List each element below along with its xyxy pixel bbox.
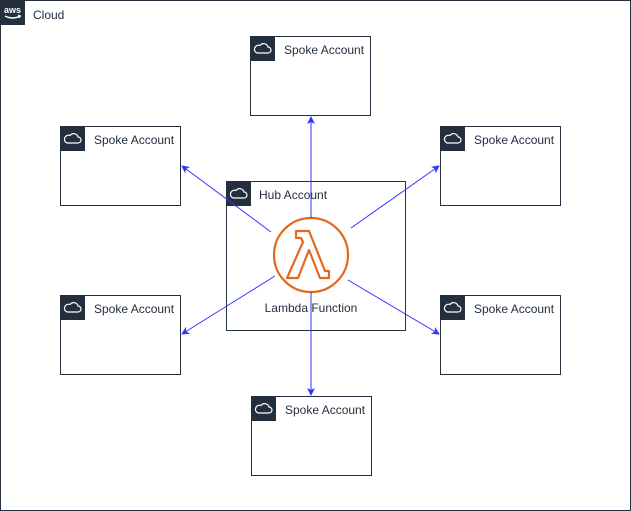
spoke-account-top-left[interactable]: Spoke Account (60, 126, 181, 206)
cloud-icon (251, 396, 276, 421)
cloud-icon (440, 295, 465, 320)
cloud-icon (60, 295, 85, 320)
cloud-icon (226, 181, 251, 206)
spoke-account-bottom-right[interactable]: Spoke Account (440, 295, 561, 375)
spoke-account-bottom-left[interactable]: Spoke Account (60, 295, 181, 375)
cloud-icon (250, 36, 275, 61)
spoke-account-label: Spoke Account (285, 403, 366, 417)
spoke-account-top-right[interactable]: Spoke Account (440, 126, 561, 206)
hub-account-label: Hub Account (259, 188, 328, 202)
cloud-label: Cloud (33, 8, 65, 22)
spoke-account-label: Spoke Account (94, 133, 175, 147)
lambda-function-label: Lambda Function (264, 301, 358, 315)
aws-logo-text: aws (4, 5, 21, 15)
spoke-account-bottom[interactable]: Spoke Account (251, 396, 372, 476)
spoke-account-label: Spoke Account (474, 133, 555, 147)
spoke-account-label: Spoke Account (474, 302, 555, 316)
spoke-account-label: Spoke Account (94, 302, 175, 316)
aws-logo-icon: aws (0, 0, 25, 25)
spoke-account-top[interactable]: Spoke Account (250, 36, 371, 116)
cloud-icon (60, 126, 85, 151)
spoke-account-label: Spoke Account (284, 43, 365, 57)
cloud-icon (440, 126, 465, 151)
